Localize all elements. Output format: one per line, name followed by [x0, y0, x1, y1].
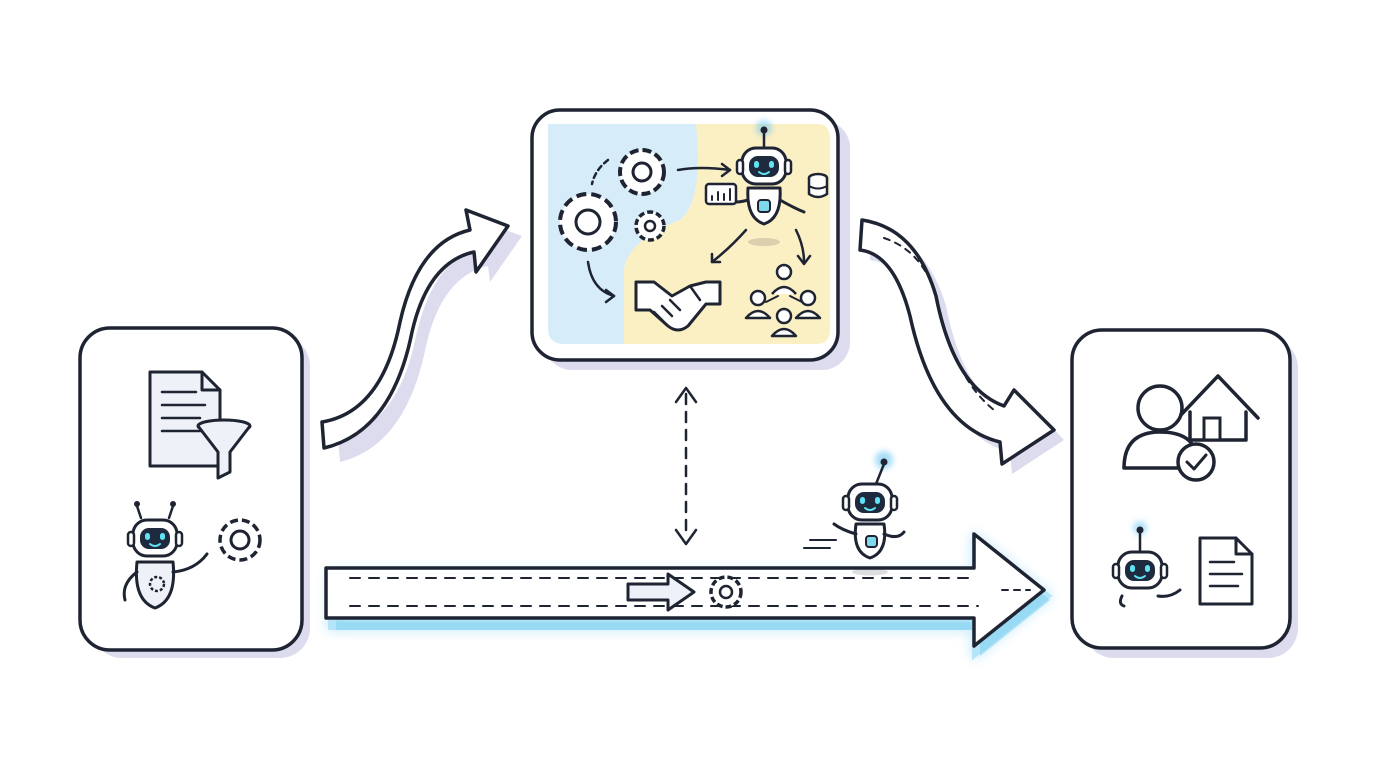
process-panel [530, 108, 850, 370]
gear-cluster-icon [558, 148, 732, 304]
people-network-icon [744, 263, 822, 338]
output-panel [1070, 328, 1298, 658]
robot-analyst-icon [728, 120, 806, 246]
robot-runner-icon [803, 451, 906, 576]
funnel-icon [196, 418, 252, 480]
long-fast-track-arrow [324, 451, 1053, 661]
curved-arrow-down [858, 218, 1064, 474]
document-icon [148, 370, 222, 468]
user-home-check-icon [1122, 374, 1260, 482]
gear-icon [709, 575, 743, 609]
handshake-icon [634, 280, 722, 332]
curved-arrow-up [320, 208, 522, 462]
robot-icon [1111, 521, 1182, 608]
robot-icon [122, 501, 209, 610]
input-panel [78, 326, 310, 658]
gear-icon [218, 518, 262, 562]
chart-card-icon [704, 182, 738, 206]
document-icon [1198, 536, 1254, 606]
dashed-double-arrow [674, 386, 698, 546]
arrow-right-icon [626, 572, 696, 612]
database-icon [807, 172, 829, 199]
